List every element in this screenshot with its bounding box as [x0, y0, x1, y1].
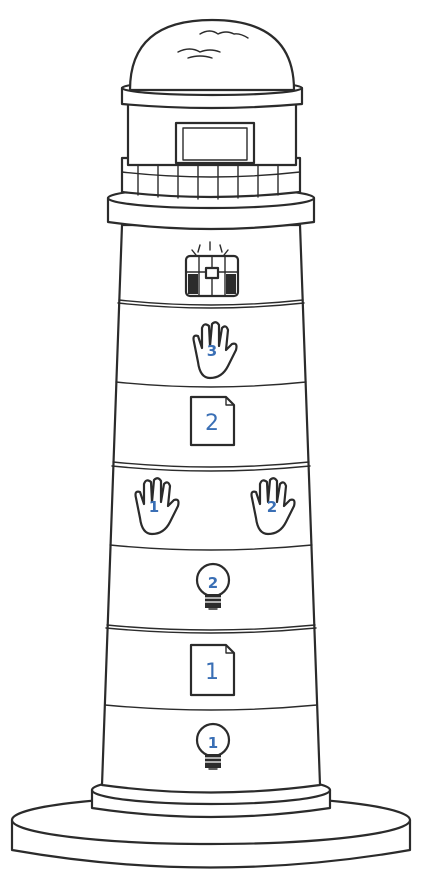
hand-right-number: 2 [267, 498, 277, 516]
page-top-number: 2 [205, 411, 219, 436]
bulb-upper-number: 2 [208, 574, 218, 592]
hand-left-number: 1 [149, 498, 159, 516]
bulb-lower-number: 1 [208, 734, 218, 752]
hand-top-number: 3 [207, 342, 217, 360]
page-bottom-number: 1 [205, 660, 219, 685]
lighthouse-lantern [122, 20, 302, 165]
lighthouse-gallery [108, 158, 314, 229]
